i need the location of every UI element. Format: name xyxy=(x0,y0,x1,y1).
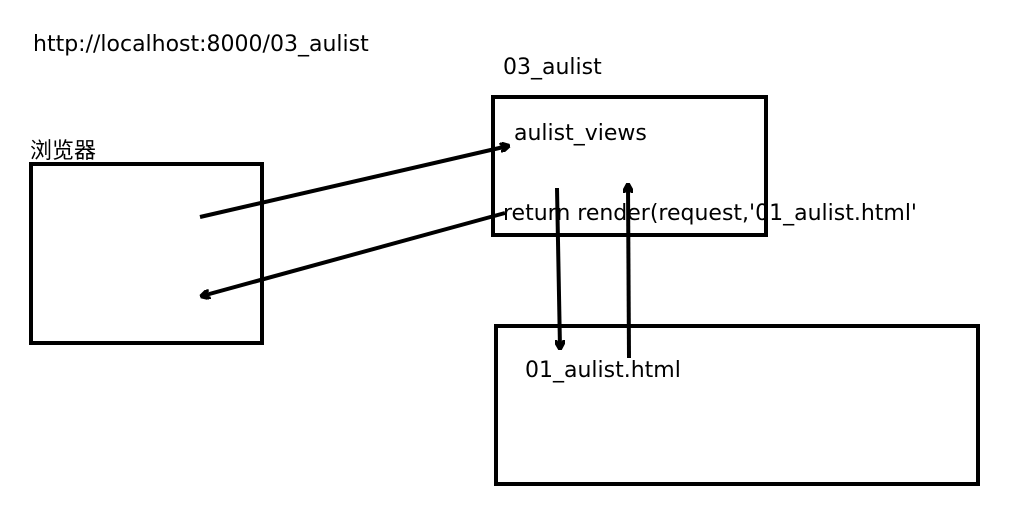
browser-box xyxy=(29,162,264,345)
render-call-label: return render(request,'01_aulist.html' xyxy=(503,201,917,226)
request-arrow xyxy=(199,146,508,219)
render-down-arrow xyxy=(557,187,560,348)
template-box xyxy=(494,324,980,486)
template-label: 01_aulist.html xyxy=(525,358,681,383)
response-arrow xyxy=(202,211,506,296)
browser-label: 浏览器 xyxy=(30,139,97,164)
url-text: http://localhost:8000/03_aulist xyxy=(33,32,369,57)
render-up-arrow xyxy=(628,185,629,359)
views-label: aulist_views xyxy=(514,121,647,146)
app-name-label: 03_aulist xyxy=(503,55,602,80)
